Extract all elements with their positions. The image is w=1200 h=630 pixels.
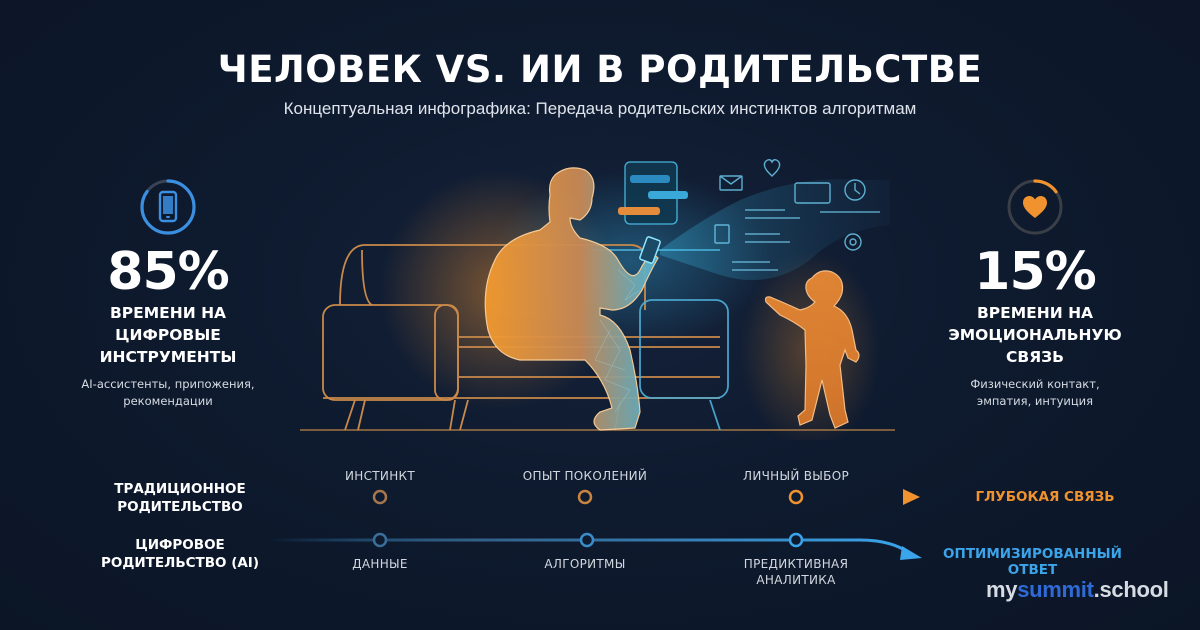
stat-digital-tools: 85% ВРЕМЕНИ НА ЦИФРОВЫЕ ИНСТРУМЕНТЫ AI-а… (58, 176, 278, 410)
stat-value: 85% (107, 242, 229, 302)
node-label: ИНСТИНКТ (345, 469, 415, 483)
brand-logo: mysummit.school (986, 577, 1169, 602)
timeline-node (788, 489, 804, 505)
child-figure (764, 270, 860, 429)
arrow-right-icon (903, 489, 920, 505)
mail-icon (719, 175, 743, 191)
parent-figure (484, 167, 661, 431)
progress-ring (1004, 176, 1066, 238)
message-icon (794, 182, 831, 204)
heart-icon (1023, 196, 1047, 218)
stat-emotional-bond: 15% ВРЕМЕНИ НА ЭМОЦИОНАЛЬНУЮ СВЯЗЬ Физич… (920, 176, 1150, 410)
timeline-node (579, 532, 595, 548)
page-title: ЧЕЛОВЕК VS. ИИ В РОДИТЕЛЬСТВЕ (217, 48, 983, 91)
stat-caption: ВРЕМЕНИ НА ЦИФРОВЫЕ ИНСТРУМЕНТЫ (99, 304, 237, 366)
document-icon (714, 224, 730, 244)
timeline-node (372, 532, 388, 548)
row-label-digital: ЦИФРОВОЕ РОДИТЕЛЬСТВО (AI) (100, 537, 260, 571)
chat-bubbles-icon (618, 161, 688, 225)
stat-caption: ВРЕМЕНИ НА ЭМОЦИОНАЛЬНУЮ СВЯЗЬ (948, 304, 1122, 366)
timeline-node (788, 532, 804, 548)
timeline-node (372, 489, 388, 505)
stat-description: AI-ассистенты, припожения, рекомендации (81, 377, 255, 408)
heart-check-icon (763, 159, 781, 177)
smartphone-icon (158, 190, 178, 223)
row-label-traditional: ТРАДИЦИОННОЕ РОДИТЕЛЬСТВО (114, 481, 246, 515)
timeline-node (577, 489, 593, 505)
stat-description: Физический контакт, эмпатия, интуиция (970, 377, 1100, 408)
clock-icon (844, 179, 866, 201)
comparison-timeline: ТРАДИЦИОННОЕ РОДИТЕЛЬСТВО ЦИФРОВОЕ РОДИТ… (0, 460, 1200, 600)
stat-value: 15% (974, 242, 1096, 302)
outcome-optimized-response: ОПТИМИЗИРОВАННЫЙ ОТВЕТ (943, 546, 1122, 578)
outcome-deep-bond: ГЛУБОКАЯ СВЯЗЬ (975, 489, 1115, 505)
gear-icon (844, 233, 862, 251)
node-label: ДАННЫЕ (352, 557, 408, 571)
page-subtitle: Концептуальная инфографика: Передача род… (283, 99, 917, 118)
progress-ring (137, 176, 199, 238)
node-label: ПРЕДИКТИВНАЯ АНАЛИТИКА (743, 557, 849, 587)
node-label: ОПЫТ ПОКОЛЕНИЙ (522, 469, 648, 483)
arrow-down-right-icon (900, 546, 922, 560)
central-illustration (300, 150, 900, 450)
data-stream (660, 179, 890, 280)
node-label: АЛГОРИТМЫ (544, 557, 626, 571)
node-label: ЛИЧНЫЙ ВЫБОР (743, 469, 849, 483)
